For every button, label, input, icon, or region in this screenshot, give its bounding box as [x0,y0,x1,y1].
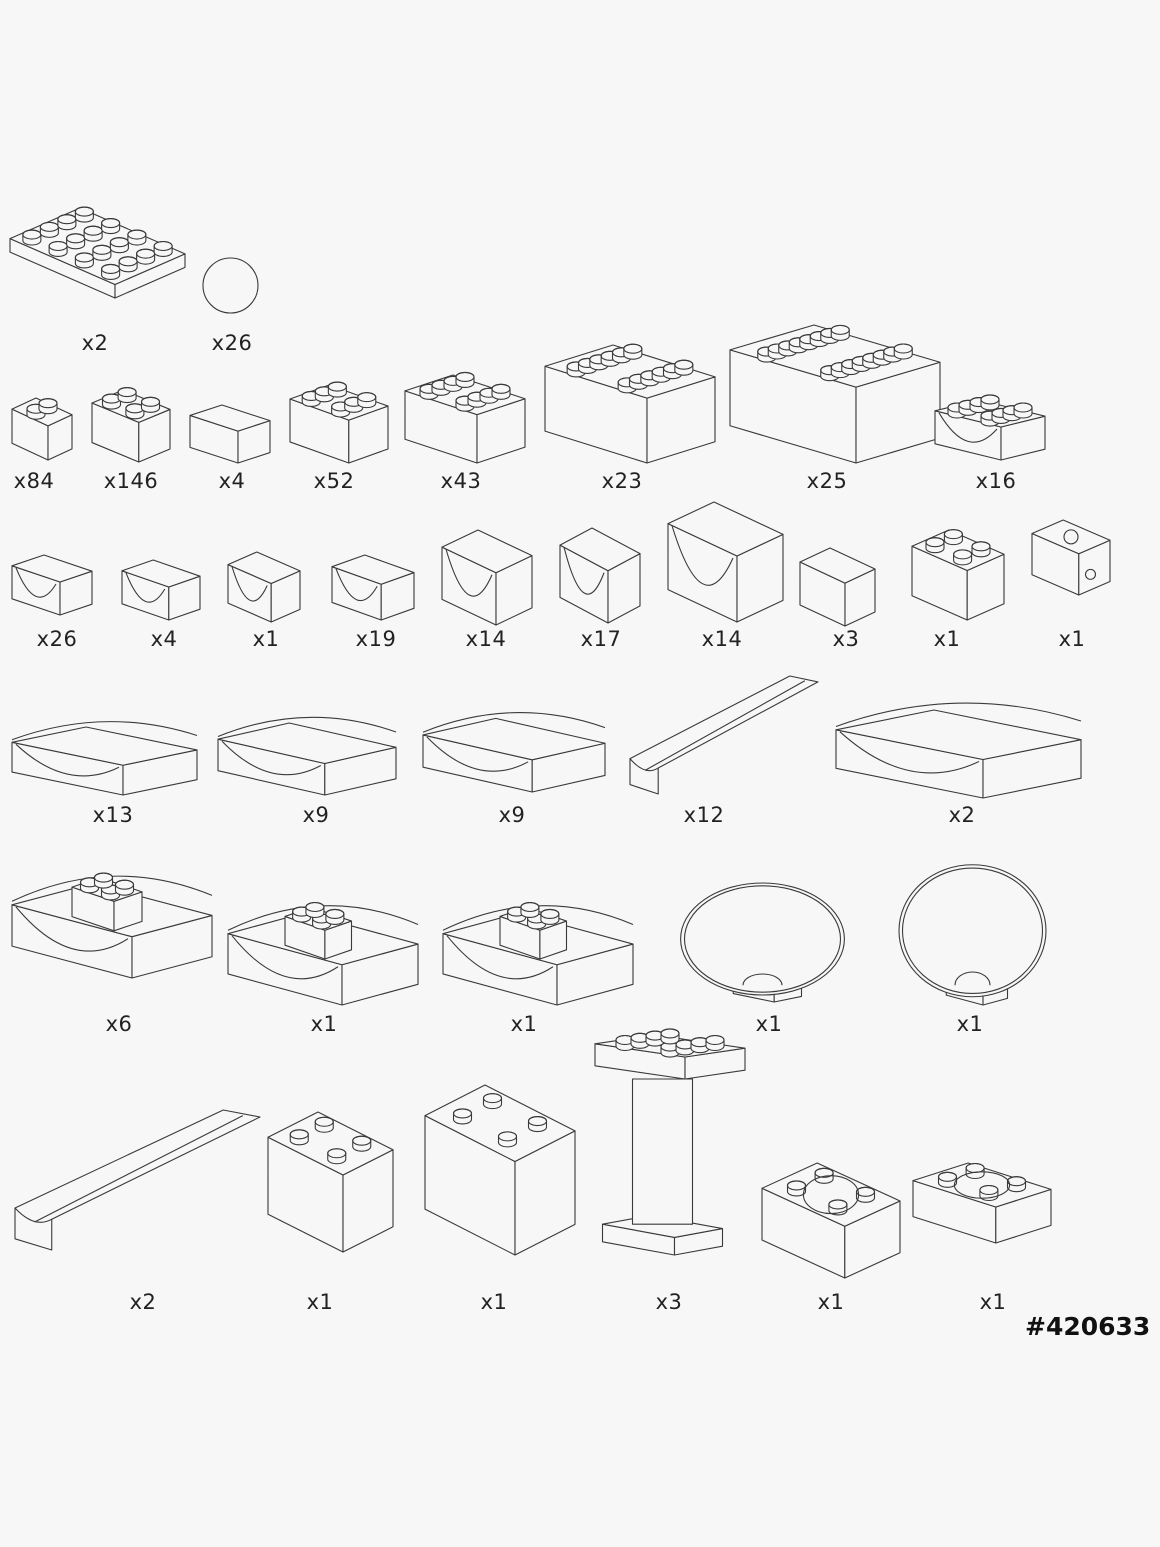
ring-plate-leg-icon [761,1162,901,1279]
quantity-label: x1 [306,1290,334,1314]
brick-1x2-icon [11,397,73,461]
hole-block-icon [1031,519,1111,596]
quantity-label: x2 [948,803,976,827]
s-track-left-icon [217,716,397,796]
brick-2x3-icon [289,381,389,464]
quantity-label: x43 [440,469,482,493]
quantity-label: x1 [1058,627,1086,651]
quantity-label: x2 [129,1290,157,1314]
quantity-label: x1 [755,1012,783,1036]
spiral-right-icon [442,901,634,1006]
funnel-bowl-spout-icon [898,864,1047,1006]
quantity-label: x16 [975,469,1017,493]
loop-support-icon [267,1111,394,1253]
quantity-label: x9 [302,803,330,827]
quantity-label: x1 [979,1290,1007,1314]
baseplate-4x4-icon [9,206,186,299]
tall-chute-icon [441,529,533,626]
quantity-label: x14 [701,627,743,651]
quantity-label: x23 [601,469,643,493]
quantity-label: x26 [211,331,253,355]
quantity-label: x17 [580,627,622,651]
brick-2x4-icon [404,371,526,464]
quantity-label: x6 [105,1012,133,1036]
quantity-label: x1 [933,627,961,651]
splitter-track-icon [835,702,1082,799]
quantity-label: x2 [81,331,109,355]
ring-plate-icon [912,1162,1052,1244]
quantity-label: x13 [92,803,134,827]
quantity-label: x4 [218,469,246,493]
quantity-label: x12 [683,803,725,827]
spiral-base-icon [11,872,213,979]
set-number: #420633 [1025,1312,1151,1341]
high-ramp-chute-icon [667,501,784,623]
catapult-icon [799,547,876,627]
quantity-label: x25 [806,469,848,493]
straight-track-icon [629,675,819,795]
quantity-label: x26 [36,627,78,651]
quantity-label: x14 [465,627,507,651]
tile-2x2-icon [189,404,271,464]
quantity-label: x1 [310,1012,338,1036]
brick-2x6-icon [544,343,716,464]
u-tower-icon [424,1084,576,1256]
quantity-label: x3 [832,627,860,651]
quantity-label: x1 [252,627,280,651]
arch-brick-icon [934,394,1046,461]
u-turn-chute-icon [121,559,201,621]
brick-2x2-icon [91,387,171,463]
quantity-label: x52 [313,469,355,493]
curve-chute-icon [11,554,93,616]
quantity-label: x84 [13,469,55,493]
brick-2x8-icon [729,324,941,464]
ramp-chute-icon [559,527,641,624]
s-track-right-icon [422,712,606,793]
pillar-icon [594,1028,746,1256]
funnel-bowl-icon [680,882,845,1003]
quantity-label: x4 [150,627,178,651]
cross-chute-icon [227,551,301,623]
long-slide-icon [14,1109,261,1251]
quantity-label: x146 [103,469,159,493]
quantity-label: x1 [480,1290,508,1314]
quantity-label: x9 [498,803,526,827]
straight-chute-icon [331,554,415,621]
quantity-label: x3 [655,1290,683,1314]
quantity-label: x1 [956,1012,984,1036]
ball-icon [202,257,259,314]
curved-support-brick-icon [911,529,1005,621]
quantity-label: x1 [510,1012,538,1036]
curve-track-icon [11,721,198,796]
quantity-label: x19 [355,627,397,651]
quantity-label: x1 [817,1290,845,1314]
spiral-left-icon [227,901,419,1006]
